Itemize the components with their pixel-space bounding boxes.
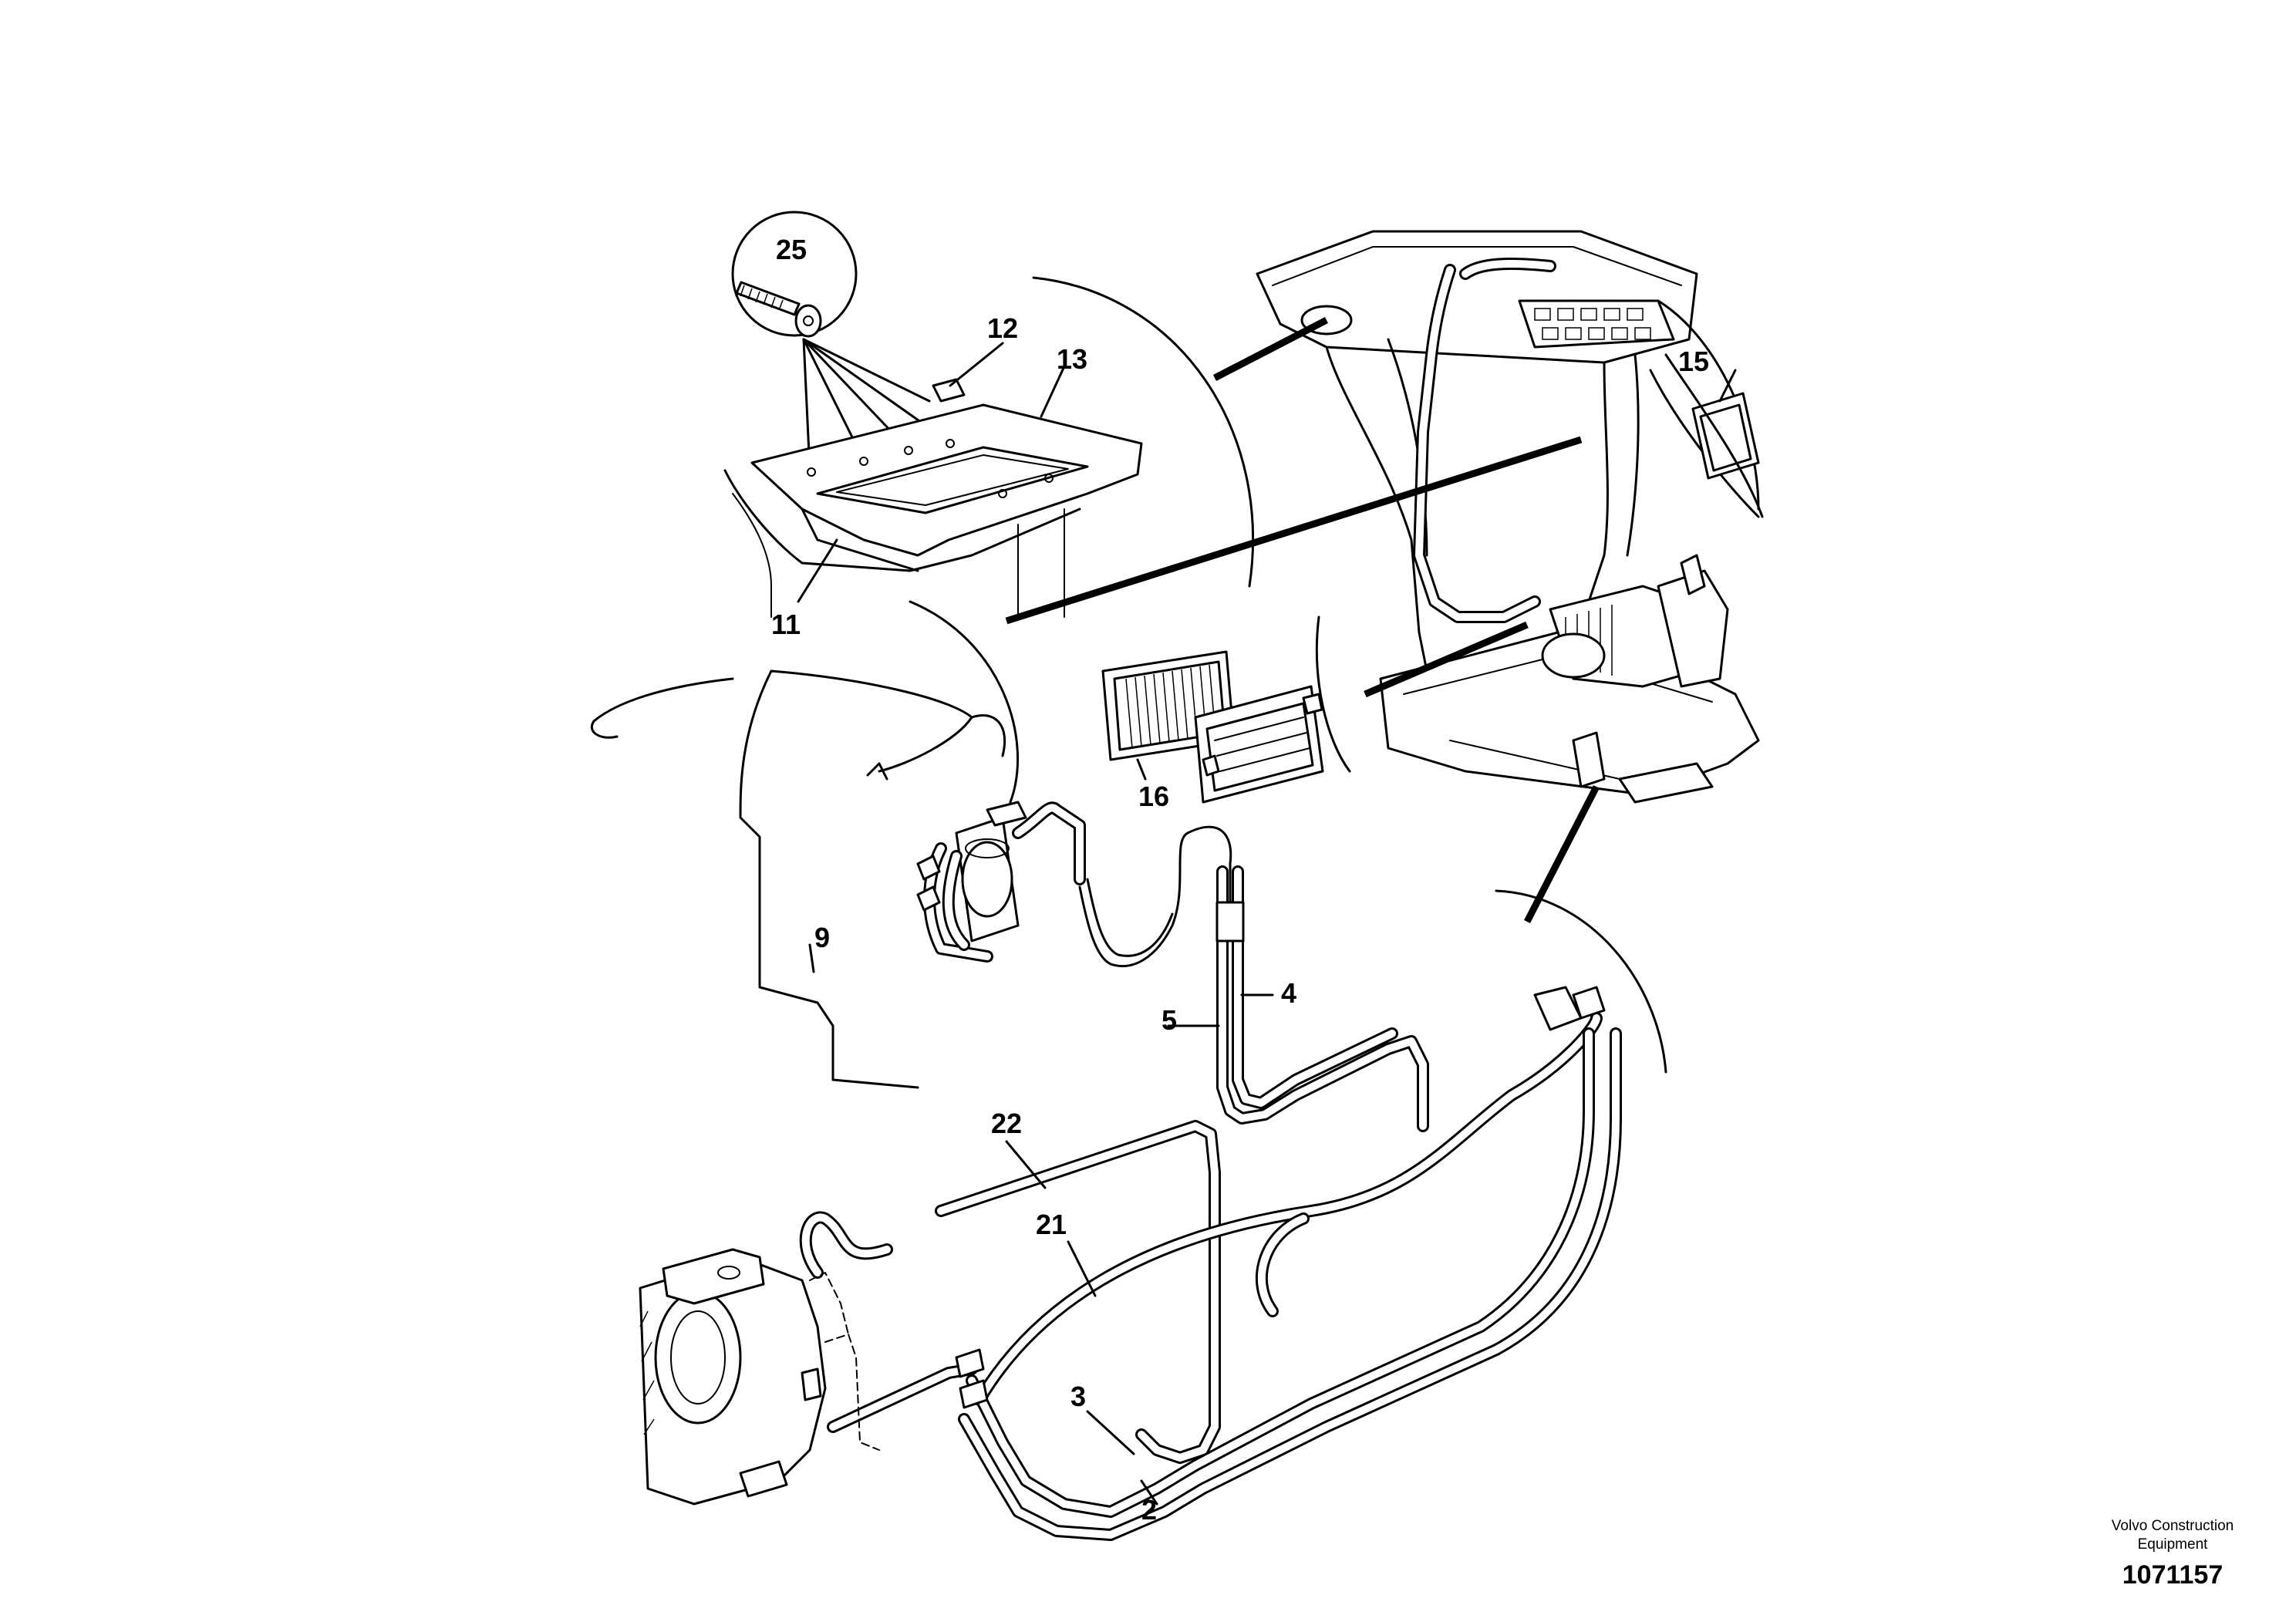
callout-labels: 25 12 13 11 15 16 9 4 5 22 21 3 2 (771, 234, 1709, 1526)
callout-12: 12 (987, 312, 1018, 344)
cab-frame (1005, 230, 1760, 924)
callout-15: 15 (1678, 346, 1709, 377)
cab-air-filter (1649, 353, 1764, 518)
long-hoses (799, 889, 1667, 1541)
roof-filter-frame (723, 276, 1254, 618)
callout-22: 22 (991, 1108, 1022, 1139)
callout-11: 11 (771, 609, 801, 640)
callout-5: 5 (1161, 1004, 1177, 1036)
ac-compressor (639, 1248, 880, 1506)
brand-line-2: Equipment (2138, 1536, 2209, 1553)
callout-2: 2 (1141, 1494, 1157, 1526)
footer-brand: Volvo Construction Equipment 1071157 (2112, 1518, 2234, 1590)
air-intake-grille (1194, 685, 1324, 804)
callout-4: 4 (1281, 977, 1296, 1009)
brand-line-1: Volvo Construction (2112, 1518, 2234, 1534)
receiver-drier-detail (591, 600, 1086, 1089)
callout-25: 25 (776, 234, 807, 265)
callout-9: 9 (814, 922, 830, 953)
callout-13: 13 (1057, 343, 1087, 375)
document-number: 1071157 (2122, 1560, 2224, 1590)
screw-icon (735, 281, 822, 338)
hoses-4-5 (1078, 825, 1429, 1132)
callout-16: 16 (1138, 781, 1169, 812)
callout-3: 3 (1070, 1381, 1086, 1412)
callout-21: 21 (1036, 1209, 1067, 1240)
